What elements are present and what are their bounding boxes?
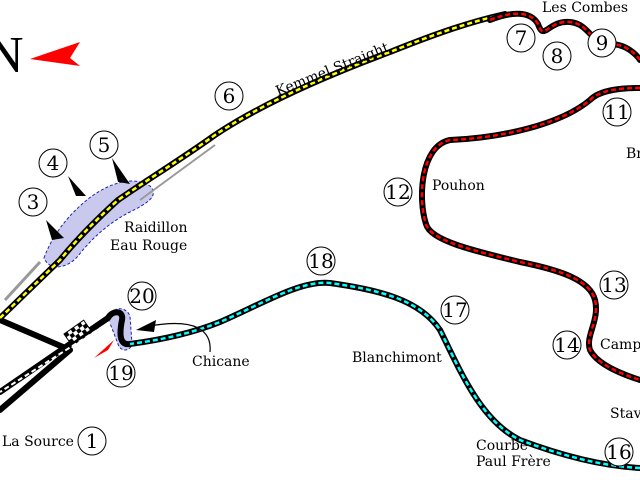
corner-markers bbox=[18, 23, 634, 467]
corner-18-label: 18 bbox=[308, 249, 333, 273]
sector-1-track bbox=[0, 11, 508, 413]
corner-7-label: 7 bbox=[515, 26, 528, 50]
corner-12-circle bbox=[383, 177, 413, 207]
courbe-label: Courbe bbox=[476, 438, 528, 454]
corner-3-pointer-icon bbox=[46, 220, 64, 240]
corner-3-circle bbox=[18, 187, 48, 217]
corner-11-circle bbox=[602, 97, 632, 127]
corner-4-label: 4 bbox=[47, 151, 60, 175]
sector-3-track bbox=[0, 279, 640, 471]
raidillon-label: Raidillon bbox=[124, 220, 188, 236]
corner-4-pointer-icon bbox=[68, 176, 86, 196]
la-source-label: La Source bbox=[2, 434, 74, 450]
chicane-label: Chicane bbox=[192, 354, 250, 370]
finish-line-icon bbox=[63, 319, 92, 345]
corner-18-circle bbox=[306, 246, 336, 276]
corner-17-label: 17 bbox=[442, 298, 467, 322]
les-combes-label: Les Combes bbox=[542, 0, 628, 16]
corner-1-label: 1 bbox=[86, 429, 99, 453]
corner-6-circle bbox=[214, 81, 244, 111]
corner-20-label: 20 bbox=[129, 284, 154, 308]
corner-19-circle bbox=[106, 358, 136, 388]
corner-6-label: 6 bbox=[223, 84, 236, 108]
campus-label: Camp bbox=[600, 337, 640, 353]
corner-9-label: 9 bbox=[596, 31, 609, 55]
eau-rouge-label: Eau Rouge bbox=[110, 238, 187, 254]
paul-frere-label: Paul Frère bbox=[476, 454, 551, 470]
corner-16-label: 16 bbox=[606, 440, 631, 464]
runoff-kemmel bbox=[139, 144, 216, 201]
direction-arrow-icon bbox=[94, 340, 114, 358]
corner-7-circle bbox=[506, 23, 536, 53]
old-pit-road bbox=[3, 260, 42, 302]
north-arrow-icon bbox=[30, 42, 80, 66]
corner-8-label: 8 bbox=[551, 44, 564, 68]
corner-19-label: 19 bbox=[108, 361, 133, 385]
corner-9-circle bbox=[587, 28, 617, 58]
corner-5-label: 5 bbox=[98, 133, 111, 157]
bruxelles-label: Br bbox=[626, 146, 640, 162]
corner-16-circle bbox=[604, 437, 634, 467]
kemmel-straight-label: Kemmel Straight bbox=[274, 40, 392, 100]
corner-4-circle bbox=[38, 148, 68, 178]
corner-5-circle bbox=[89, 130, 119, 160]
corner-11-label: 11 bbox=[604, 100, 629, 124]
blanchimont-label: Blanchimont bbox=[352, 350, 442, 366]
stavelot-label: Stav bbox=[610, 406, 640, 422]
corner-12-label: 12 bbox=[385, 180, 410, 204]
sector-2-track bbox=[419, 10, 640, 383]
corner-17-circle bbox=[440, 295, 470, 325]
corner-1-circle bbox=[77, 426, 107, 456]
pouhon-label: Pouhon bbox=[432, 178, 485, 194]
corner-14-label: 14 bbox=[554, 333, 579, 357]
north-letter: N bbox=[0, 27, 24, 84]
corner-13-circle bbox=[599, 270, 629, 300]
corner-8-circle bbox=[542, 41, 572, 71]
corner-20-circle bbox=[127, 281, 157, 311]
corner-14-circle bbox=[552, 330, 582, 360]
corner-5-pointer-icon bbox=[112, 158, 130, 184]
chicane-pointer bbox=[149, 322, 211, 353]
corner-13-label: 13 bbox=[601, 273, 626, 297]
chicane-pointer-head bbox=[136, 320, 156, 332]
corner-3-label: 3 bbox=[27, 190, 40, 214]
